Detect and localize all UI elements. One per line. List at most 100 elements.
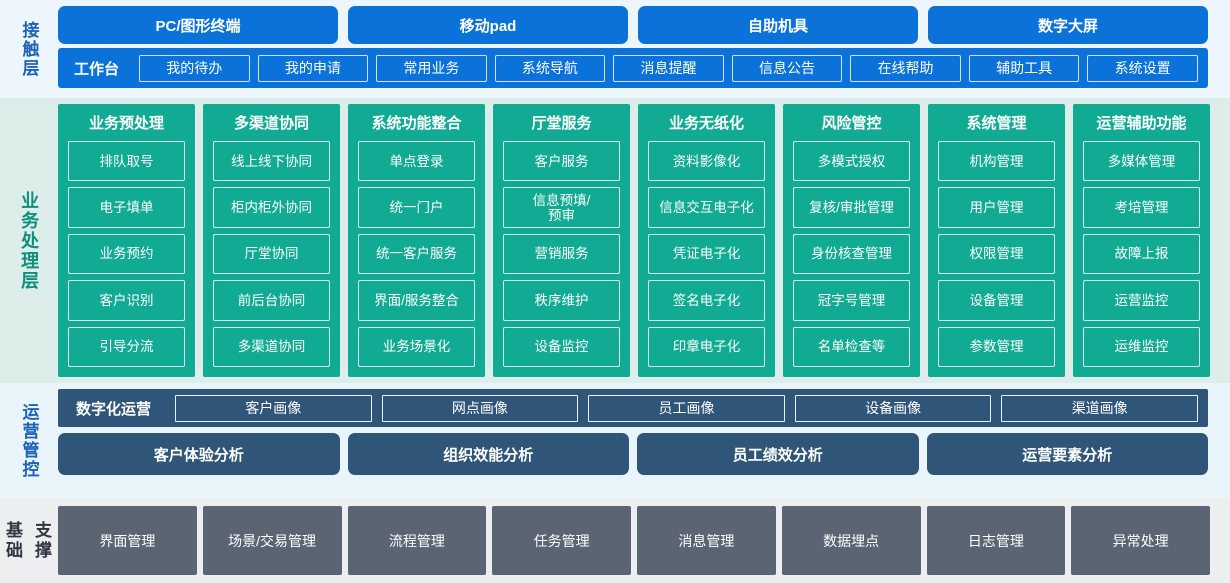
biz-item-seal-electronic[interactable]: 印章电子化 xyxy=(648,326,765,368)
base-item-ui-mgmt[interactable]: 界面管理 xyxy=(58,506,197,575)
biz-item-unified-portal[interactable]: 统一门户 xyxy=(358,187,475,228)
biz-item-business-scenario[interactable]: 业务场景化 xyxy=(358,326,475,368)
biz-item-queue-ticket[interactable]: 排队取号 xyxy=(68,141,185,182)
portrait-channel[interactable]: 渠道画像 xyxy=(1001,394,1198,422)
channel-mobile-pad[interactable]: 移动pad xyxy=(348,6,628,44)
digital-operations-label: 数字化运营 xyxy=(76,400,152,418)
base-item-data-tracking[interactable]: 数据埋点 xyxy=(781,506,921,575)
contact-layer-body: PC/图形终端 移动pad 自助机具 数字大屏 工作台 我的待办 我的申请 常用… xyxy=(58,6,1230,92)
biz-item-fault-reporting[interactable]: 故障上报 xyxy=(1083,233,1200,275)
digital-operations-row: 数字化运营 客户画像 网点画像 员工画像 设备画像 渠道画像 xyxy=(58,389,1208,427)
biz-item-multichannel-collab[interactable]: 多渠道协同 xyxy=(213,326,330,368)
contact-item-system-settings[interactable]: 系统设置 xyxy=(1087,54,1198,82)
biz-item-info-exchange-electronic[interactable]: 信息交互电子化 xyxy=(648,187,765,228)
biz-item-customer-identification[interactable]: 客户识别 xyxy=(68,280,185,321)
portrait-device[interactable]: 设备画像 xyxy=(794,394,992,422)
biz-item-signature-electronic[interactable]: 签名电子化 xyxy=(648,280,765,321)
base-label-line-1: 基础 xyxy=(6,521,23,560)
base-item-log-mgmt[interactable]: 日志管理 xyxy=(926,506,1066,575)
business-column-operation-support: 运营辅助功能 多媒体管理 考培管理 故障上报 运营监控 运维监控 xyxy=(1073,104,1210,377)
business-layer: 业务处理层 业务预处理 排队取号 电子填单 业务预约 客户识别 引导分流 多渠道… xyxy=(0,98,1230,383)
biz-item-marketing-service[interactable]: 营销服务 xyxy=(503,233,620,275)
biz-item-single-sign-on[interactable]: 单点登录 xyxy=(358,141,475,182)
business-column-paperless: 业务无纸化 资料影像化 信息交互电子化 凭证电子化 签名电子化 印章电子化 xyxy=(638,104,775,377)
biz-item-training-mgmt[interactable]: 考培管理 xyxy=(1083,187,1200,228)
business-column-multichannel: 多渠道协同 线上线下协同 柜内柜外协同 厅堂协同 前后台协同 多渠道协同 xyxy=(203,104,340,377)
biz-item-parameter-mgmt[interactable]: 参数管理 xyxy=(938,326,1055,368)
analysis-organization-efficiency[interactable]: 组织效能分析 xyxy=(347,433,629,475)
business-column-system-mgmt: 系统管理 机构管理 用户管理 权限管理 设备管理 参数管理 xyxy=(928,104,1065,377)
biz-item-review-approval-mgmt[interactable]: 复核/审批管理 xyxy=(793,187,910,228)
contact-layer: 接触层 PC/图形终端 移动pad 自助机具 数字大屏 工作台 我的待办 我的申… xyxy=(0,0,1230,98)
business-column-system-integration: 系统功能整合 单点登录 统一门户 统一客户服务 界面/服务整合 业务场景化 xyxy=(348,104,485,377)
biz-item-customer-service[interactable]: 客户服务 xyxy=(503,141,620,182)
workbench-row: 工作台 我的待办 我的申请 常用业务 系统导航 消息提醒 信息公告 在线帮助 辅… xyxy=(58,48,1208,88)
column-title: 多渠道协同 xyxy=(233,115,309,132)
biz-item-list-check[interactable]: 名单检查等 xyxy=(793,326,910,368)
contact-item-my-application[interactable]: 我的申请 xyxy=(257,54,369,82)
biz-item-front-back-collab[interactable]: 前后台协同 xyxy=(213,280,330,321)
biz-item-identity-verification-mgmt[interactable]: 身份核查管理 xyxy=(793,233,910,275)
contact-item-auxiliary-tools[interactable]: 辅助工具 xyxy=(968,54,1080,82)
business-layer-body: 业务预处理 排队取号 电子填单 业务预约 客户识别 引导分流 多渠道协同 线上线… xyxy=(58,104,1230,377)
biz-item-multimode-authorization[interactable]: 多模式授权 xyxy=(793,141,910,182)
contact-item-info-announcement[interactable]: 信息公告 xyxy=(731,54,843,82)
base-label-line-2: 支撑 xyxy=(35,521,52,560)
biz-item-lobby-collab[interactable]: 厅堂协同 xyxy=(213,233,330,275)
biz-item-counter-collab[interactable]: 柜内柜外协同 xyxy=(213,187,330,228)
operations-layer-body: 数字化运营 客户画像 网点画像 员工画像 设备画像 渠道画像 客户体验分析 组织… xyxy=(58,389,1230,492)
analysis-row: 客户体验分析 组织效能分析 员工绩效分析 运营要素分析 xyxy=(58,433,1208,475)
biz-item-online-offline-collab[interactable]: 线上线下协同 xyxy=(213,141,330,182)
channel-pc[interactable]: PC/图形终端 xyxy=(58,6,338,44)
biz-item-user-mgmt[interactable]: 用户管理 xyxy=(938,187,1055,228)
contact-item-common-business[interactable]: 常用业务 xyxy=(376,54,487,82)
business-columns: 业务预处理 排队取号 电子填单 业务预约 客户识别 引导分流 多渠道协同 线上线… xyxy=(58,104,1210,377)
biz-item-order-maintenance[interactable]: 秩序维护 xyxy=(503,280,620,321)
contact-item-message-reminder[interactable]: 消息提醒 xyxy=(613,54,724,82)
analysis-customer-experience[interactable]: 客户体验分析 xyxy=(58,433,340,475)
base-item-message-mgmt[interactable]: 消息管理 xyxy=(637,506,776,575)
portrait-branch[interactable]: 网点画像 xyxy=(381,394,579,422)
biz-item-permission-mgmt[interactable]: 权限管理 xyxy=(938,233,1055,275)
biz-item-voucher-electronic[interactable]: 凭证电子化 xyxy=(648,233,765,275)
contact-item-system-navigation[interactable]: 系统导航 xyxy=(494,54,606,82)
biz-item-electronic-form[interactable]: 电子填单 xyxy=(68,187,185,228)
portrait-employee[interactable]: 员工画像 xyxy=(588,394,785,422)
base-item-exception-handling[interactable]: 异常处理 xyxy=(1071,506,1210,575)
workbench-label: 工作台 xyxy=(74,60,120,78)
biz-item-business-appointment[interactable]: 业务预约 xyxy=(68,233,185,275)
biz-item-guide-diversion[interactable]: 引导分流 xyxy=(68,326,185,368)
column-title: 系统管理 xyxy=(966,115,1027,132)
base-support-layer-label: 基础 支撑 xyxy=(0,506,58,575)
business-column-risk-control: 风险管控 多模式授权 复核/审批管理 身份核查管理 冠字号管理 名单检查等 xyxy=(783,104,920,377)
portrait-customer[interactable]: 客户画像 xyxy=(175,394,372,422)
biz-item-maintenance-monitoring[interactable]: 运维监控 xyxy=(1083,326,1200,368)
biz-item-serial-number-mgmt[interactable]: 冠字号管理 xyxy=(793,280,910,321)
operations-layer-label: 运营管控 xyxy=(19,402,39,479)
analysis-employee-performance[interactable]: 员工绩效分析 xyxy=(637,433,919,475)
biz-item-info-prefill-prereview[interactable]: 信息预填/ 预审 xyxy=(503,187,620,228)
contact-layer-label: 接触层 xyxy=(19,20,39,78)
channel-self-service[interactable]: 自助机具 xyxy=(638,6,918,44)
biz-item-device-monitoring[interactable]: 设备监控 xyxy=(503,326,620,368)
column-title: 业务无纸化 xyxy=(668,115,744,132)
biz-item-organization-mgmt[interactable]: 机构管理 xyxy=(938,141,1055,182)
contact-item-my-todo[interactable]: 我的待办 xyxy=(139,54,250,82)
column-title: 业务预处理 xyxy=(88,115,164,132)
base-item-scenario-transaction-mgmt[interactable]: 场景/交易管理 xyxy=(202,506,342,575)
operations-layer: 运营管控 数字化运营 客户画像 网点画像 员工画像 设备画像 渠道画像 客户体验… xyxy=(0,383,1230,498)
biz-item-operation-monitoring[interactable]: 运营监控 xyxy=(1083,280,1200,321)
analysis-operation-elements[interactable]: 运营要素分析 xyxy=(926,433,1208,475)
biz-item-multimedia-mgmt[interactable]: 多媒体管理 xyxy=(1083,141,1200,182)
base-support-row: 界面管理 场景/交易管理 流程管理 任务管理 消息管理 数据埋点 日志管理 异常… xyxy=(58,506,1210,575)
base-item-task-mgmt[interactable]: 任务管理 xyxy=(492,506,631,575)
biz-item-unified-customer-service[interactable]: 统一客户服务 xyxy=(358,233,475,275)
channel-digital-screen[interactable]: 数字大屏 xyxy=(928,6,1208,44)
biz-item-device-mgmt[interactable]: 设备管理 xyxy=(938,280,1055,321)
biz-item-document-imaging[interactable]: 资料影像化 xyxy=(648,141,765,182)
contact-item-online-help[interactable]: 在线帮助 xyxy=(850,54,961,82)
base-item-process-mgmt[interactable]: 流程管理 xyxy=(347,506,487,575)
column-title: 厅堂服务 xyxy=(531,115,592,132)
biz-item-ui-service-integration[interactable]: 界面/服务整合 xyxy=(358,280,475,321)
